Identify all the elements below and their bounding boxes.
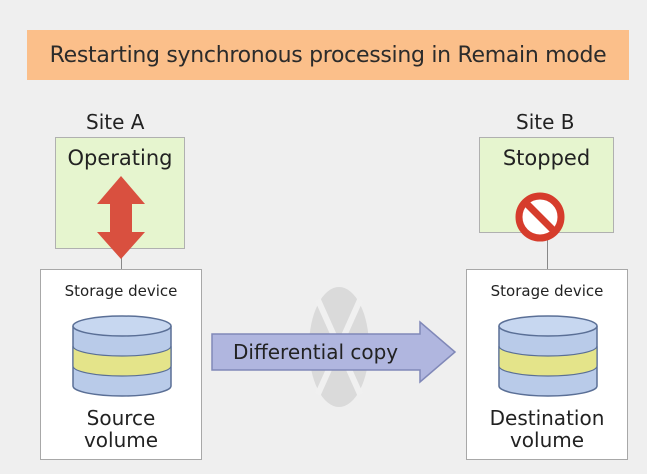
site-b-label: Site B: [516, 110, 575, 134]
site-b-storage-device: Storage device Destination volume: [466, 269, 628, 460]
differential-copy-arrow: [211, 320, 457, 384]
site-b-storage-title: Storage device: [490, 282, 604, 300]
site-a-volume-label: Source volume: [41, 407, 201, 451]
site-a-connector: [121, 249, 122, 269]
site-b-server-status: Stopped: [502, 146, 591, 170]
source-disk-icon: [72, 315, 172, 397]
double-arrow-icon: [97, 176, 145, 259]
site-b-connector: [547, 233, 548, 269]
site-a-volume-line2: volume: [83, 428, 159, 452]
site-a-label: Site A: [86, 110, 145, 134]
site-a-storage-device: Storage device Source volume: [40, 269, 202, 460]
site-a-volume-line1: Source: [86, 406, 156, 430]
site-a-storage-title: Storage device: [64, 282, 178, 300]
site-b-volume-line1: Destination: [489, 406, 605, 430]
prohibited-icon: [515, 192, 565, 242]
diagram-title: Restarting synchronous processing in Rem…: [27, 30, 629, 80]
site-b-volume-line2: volume: [509, 428, 585, 452]
site-b-volume-label: Destination volume: [467, 407, 627, 451]
site-a-server-status: Operating: [67, 146, 173, 170]
destination-disk-icon: [498, 315, 598, 397]
differential-copy-label: Differential copy: [233, 340, 399, 364]
